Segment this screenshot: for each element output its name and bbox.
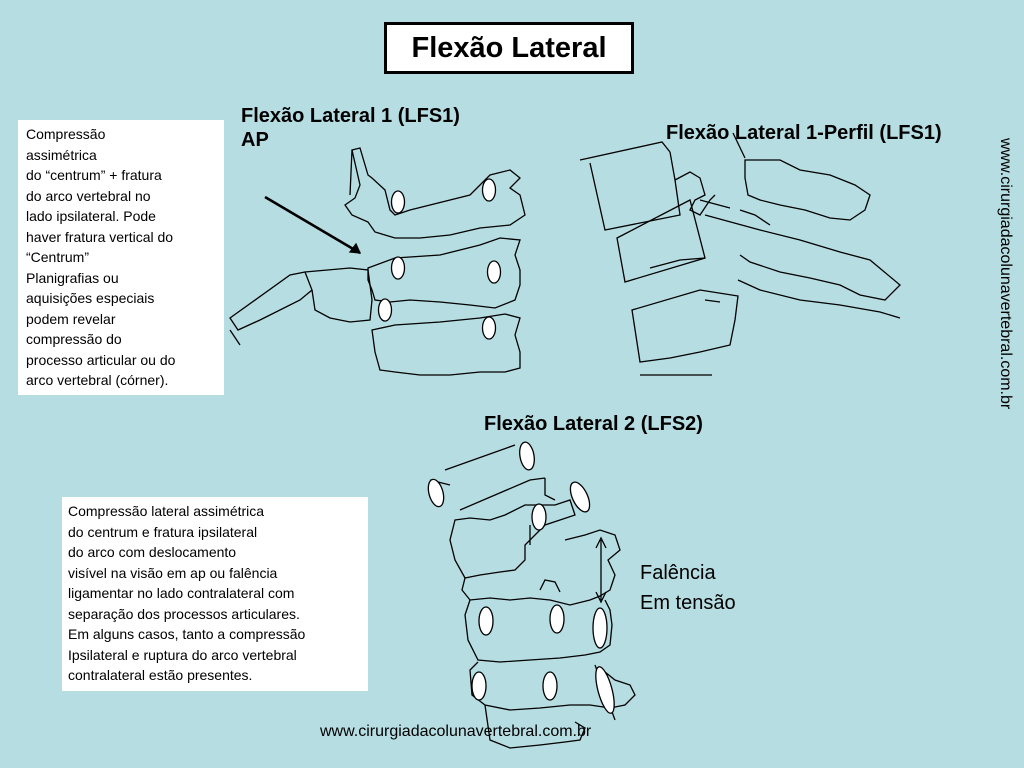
tension-label: Falência Em tensão: [640, 562, 736, 614]
lfs1-ap-vertebrae: [229, 147, 526, 376]
website-footer: www.cirurgiadacolunavertebral.com.br: [320, 723, 592, 740]
heading-lfs1-ap: Flexão Lateral 1 (LFS1) AP: [241, 105, 460, 151]
heading-lfs1-perfil: Flexão Lateral 1-Perfil (LFS1): [666, 122, 942, 144]
note-lfs2: Compressão lateral assimétrica do centru…: [62, 497, 368, 691]
slide-title: Flexão Lateral: [384, 22, 634, 74]
lfs1-perfil-vertebrae: [579, 132, 901, 376]
note-lfs1: Compressão assimétrica do “centrum” + fr…: [18, 120, 224, 395]
website-vertical: www.cirurgiadacolunavertebral.com.br: [997, 138, 1014, 410]
lfs2-vertebrae: [427, 441, 636, 749]
heading-lfs2: Flexão Lateral 2 (LFS2): [484, 413, 703, 435]
